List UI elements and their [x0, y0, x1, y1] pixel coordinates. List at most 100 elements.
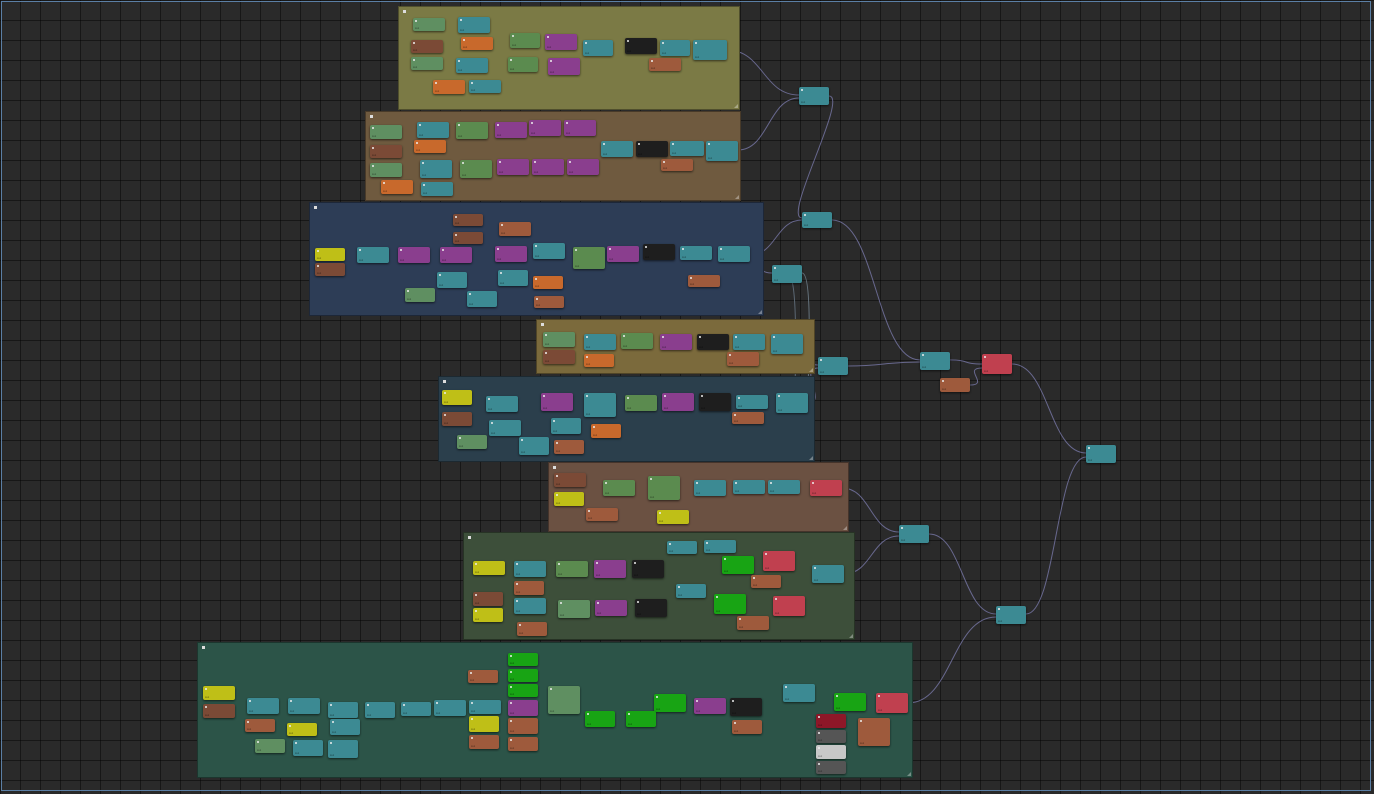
graph-node[interactable]: oo — [648, 476, 680, 500]
node-ports[interactable]: oo — [818, 723, 823, 727]
node-ports[interactable]: oo — [814, 578, 819, 582]
node-ports[interactable]: oo — [818, 754, 823, 758]
node-collapse-icon[interactable] — [413, 42, 415, 44]
graph-node[interactable]: oo — [876, 693, 908, 713]
graph-node[interactable]: oo — [442, 390, 472, 405]
node-ports[interactable]: oo — [516, 609, 521, 613]
node-ports[interactable]: oo — [419, 133, 424, 137]
graph-node[interactable]: oo — [688, 275, 720, 287]
node-collapse-icon[interactable] — [569, 161, 571, 163]
graph-node[interactable]: oo — [858, 718, 890, 746]
node-ports[interactable]: oo — [638, 152, 643, 156]
graph-node[interactable]: oo — [660, 40, 690, 56]
graph-node[interactable]: oo — [247, 698, 279, 714]
node-collapse-icon[interactable] — [290, 700, 292, 702]
node-ports[interactable]: oo — [444, 400, 449, 404]
graph-node[interactable]: oo — [551, 418, 581, 434]
node-ports[interactable]: oo — [560, 613, 565, 617]
graph-node[interactable]: oo — [591, 424, 621, 438]
graph-node[interactable]: oo — [718, 246, 750, 262]
graph-node[interactable]: oo — [776, 393, 808, 413]
node-collapse-icon[interactable] — [609, 248, 611, 250]
node-ports[interactable]: oo — [818, 769, 823, 773]
node-ports[interactable]: oo — [499, 170, 504, 174]
graph-node[interactable]: oo — [636, 141, 668, 157]
node-collapse-icon[interactable] — [317, 265, 319, 267]
node-collapse-icon[interactable] — [471, 82, 473, 84]
graph-node[interactable]: oo — [288, 698, 320, 714]
node-ports[interactable]: oo — [575, 264, 580, 268]
graph-node[interactable]: oo — [660, 334, 692, 350]
node-ports[interactable]: oo — [516, 572, 521, 576]
node-ports[interactable]: oo — [257, 748, 262, 752]
node-collapse-icon[interactable] — [359, 249, 361, 251]
node-collapse-icon[interactable] — [458, 124, 460, 126]
graph-node[interactable]: oo — [413, 18, 445, 31]
graph-node[interactable]: oo — [643, 244, 675, 260]
graph-node[interactable]: oo — [573, 247, 605, 269]
graph-node[interactable]: oo — [287, 723, 317, 736]
node-collapse-icon[interactable] — [413, 59, 415, 61]
graph-node[interactable]: oo — [473, 608, 503, 622]
graph-node[interactable]: oo — [676, 584, 706, 598]
graph-node[interactable]: oo — [816, 761, 846, 774]
node-collapse-icon[interactable] — [634, 562, 636, 564]
node-ports[interactable]: oo — [534, 170, 539, 174]
graph-node[interactable]: oo — [414, 140, 446, 153]
graph-node[interactable]: oo — [733, 334, 765, 350]
node-collapse-icon[interactable] — [878, 695, 880, 697]
graph-node[interactable]: oo — [733, 480, 765, 494]
node-collapse-icon[interactable] — [820, 359, 822, 361]
node-collapse-icon[interactable] — [818, 747, 820, 749]
node-ports[interactable]: oo — [367, 713, 372, 717]
node-collapse-icon[interactable] — [516, 600, 518, 602]
node-ports[interactable]: oo — [605, 491, 610, 495]
node-collapse-icon[interactable] — [553, 420, 555, 422]
graph-node[interactable]: oo — [603, 480, 635, 496]
node-ports[interactable]: oo — [553, 429, 558, 433]
graph-node[interactable]: oo — [763, 551, 795, 571]
node-collapse-icon[interactable] — [510, 671, 512, 673]
node-ports[interactable]: oo — [510, 67, 515, 71]
graph-node[interactable]: oo — [737, 616, 769, 630]
node-collapse-icon[interactable] — [407, 290, 409, 292]
node-ports[interactable]: oo — [205, 695, 210, 699]
graph-node[interactable]: oo — [328, 740, 358, 758]
graph-node[interactable]: oo — [541, 393, 573, 411]
graph-node[interactable]: oo — [772, 265, 802, 283]
node-collapse-icon[interactable] — [488, 398, 490, 400]
node-ports[interactable]: oo — [423, 191, 428, 195]
node-collapse-icon[interactable] — [566, 122, 568, 124]
node-ports[interactable]: oo — [521, 450, 526, 454]
graph-node[interactable]: oo — [585, 711, 615, 727]
graph-node[interactable]: oo — [554, 473, 586, 487]
node-collapse-icon[interactable] — [720, 248, 722, 250]
graph-node[interactable]: oo — [499, 222, 531, 236]
node-collapse-icon[interactable] — [682, 248, 684, 250]
graph-node[interactable]: oo — [411, 40, 443, 53]
graph-node[interactable]: oo — [417, 122, 449, 138]
graph-node[interactable]: oo — [802, 212, 832, 228]
node-ports[interactable]: oo — [372, 172, 377, 176]
node-collapse-icon[interactable] — [510, 739, 512, 741]
node-collapse-icon[interactable] — [463, 39, 465, 41]
node-collapse-icon[interactable] — [901, 527, 903, 529]
group-resize-handle[interactable] — [758, 310, 762, 314]
graph-node[interactable]: oo — [495, 246, 527, 262]
node-collapse-icon[interactable] — [455, 216, 457, 218]
node-collapse-icon[interactable] — [678, 586, 680, 588]
node-collapse-icon[interactable] — [775, 598, 777, 600]
node-ports[interactable]: oo — [735, 489, 740, 493]
node-ports[interactable]: oo — [708, 156, 713, 160]
graph-node[interactable]: oo — [727, 352, 759, 366]
node-collapse-icon[interactable] — [510, 686, 512, 688]
node-collapse-icon[interactable] — [650, 478, 652, 480]
node-ports[interactable]: oo — [444, 421, 449, 425]
graph-node[interactable]: oo — [497, 159, 529, 175]
node-ports[interactable]: oo — [458, 68, 463, 72]
node-ports[interactable]: oo — [545, 359, 550, 363]
graph-node[interactable]: oo — [433, 80, 465, 94]
node-collapse-icon[interactable] — [662, 336, 664, 338]
graph-node[interactable]: oo — [810, 480, 842, 496]
node-ports[interactable]: oo — [455, 239, 460, 243]
